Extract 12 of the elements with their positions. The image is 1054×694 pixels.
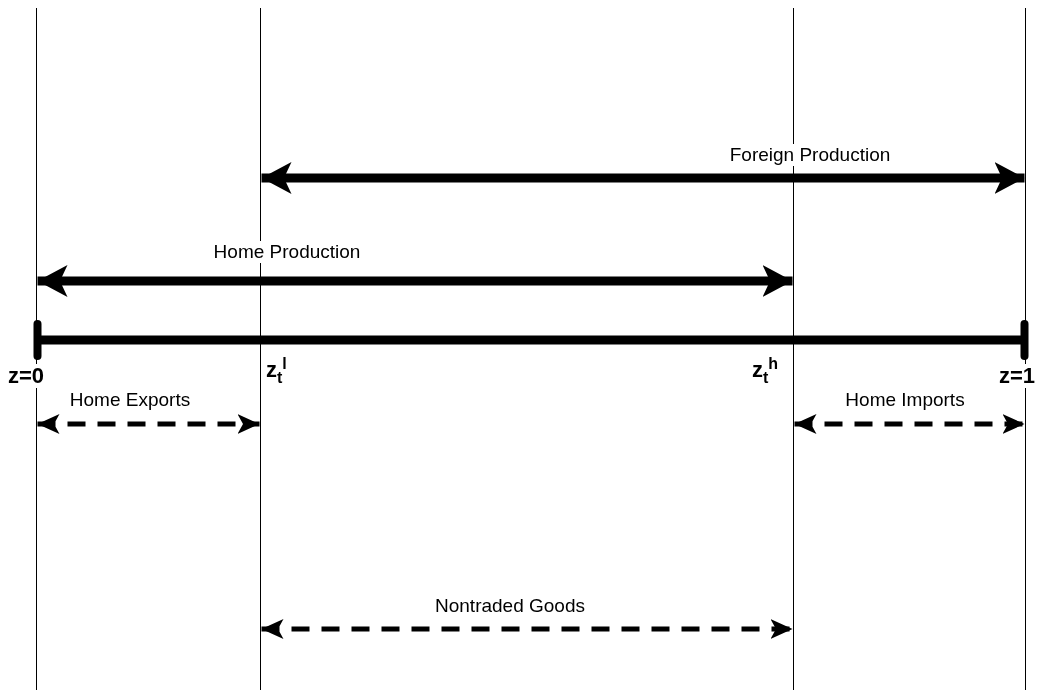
number-line [33, 320, 1029, 360]
double-arrow [37, 414, 260, 434]
vertical-line [793, 8, 794, 690]
double-arrow [794, 414, 1025, 434]
axis-point-label: z=0 [8, 364, 45, 388]
double-arrow [261, 162, 1025, 194]
vertical-line [36, 8, 37, 690]
axis-point-label: z=1 [999, 364, 1036, 388]
vertical-line [260, 8, 261, 690]
vertical-line [1025, 8, 1026, 690]
double-arrow [261, 619, 793, 639]
double-arrow [37, 265, 793, 297]
